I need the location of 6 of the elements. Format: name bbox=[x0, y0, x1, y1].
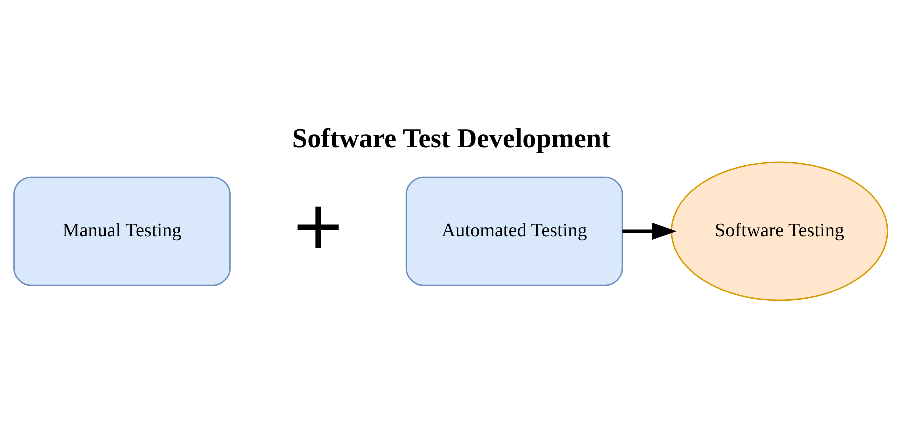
node-ellipse: Software Testing bbox=[671, 161, 888, 301]
node-box: Automated Testing bbox=[406, 176, 624, 286]
diagram-title: Software Test Development bbox=[292, 122, 611, 153]
arrow bbox=[622, 222, 677, 240]
label: + bbox=[290, 187, 346, 264]
node-box: Manual Testing bbox=[14, 176, 231, 286]
